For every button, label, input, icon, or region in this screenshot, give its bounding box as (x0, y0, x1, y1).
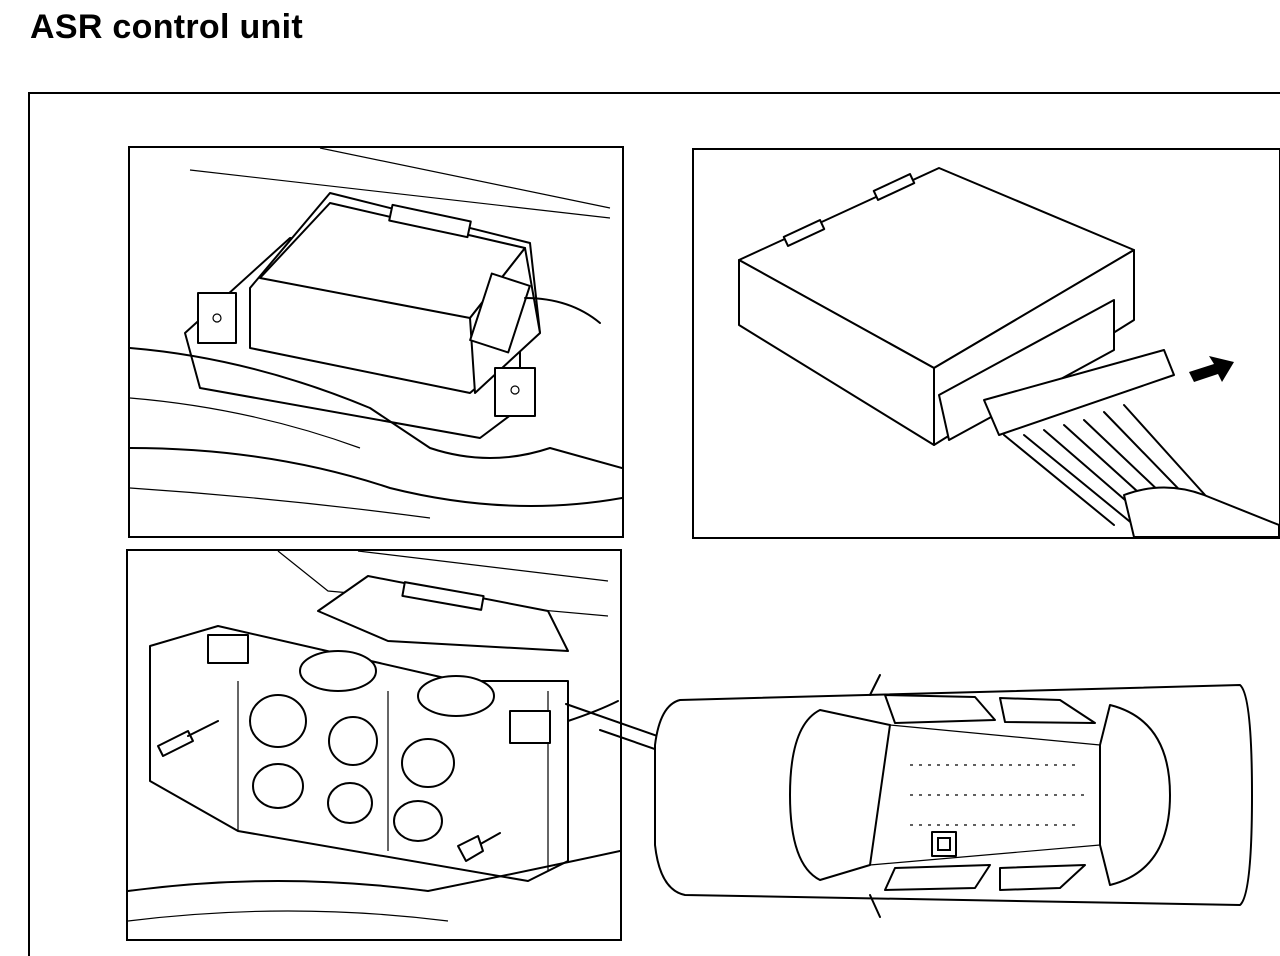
figure-frame (28, 92, 1280, 956)
illustration-control-unit-mounted (128, 146, 624, 538)
illustration-connector (692, 148, 1280, 539)
illustration-bracket-bolts (126, 549, 622, 941)
illustration-car-top-view (640, 665, 1260, 925)
page-title: ASR control unit (30, 8, 303, 46)
